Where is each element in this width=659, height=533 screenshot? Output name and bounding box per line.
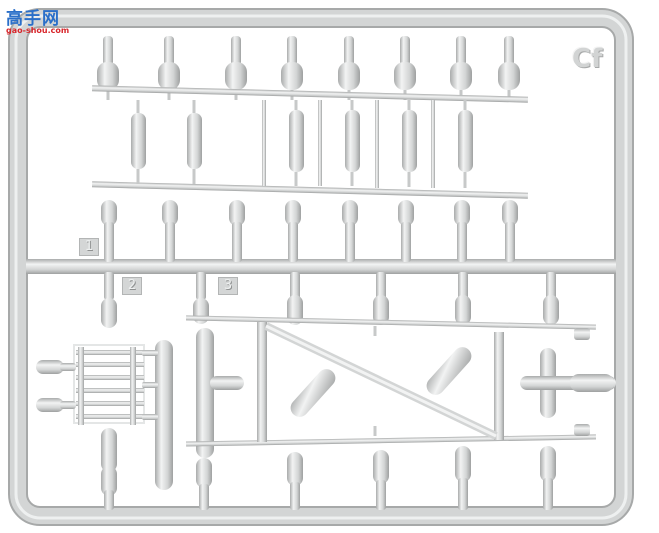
top-gates: [97, 36, 520, 100]
part-number-3: 3: [218, 277, 238, 295]
part-number-2: 2: [122, 277, 142, 295]
ladder-part: [91, 85, 529, 199]
sprue-frame: [8, 8, 634, 526]
middle-lower-gates: [101, 272, 559, 328]
cross-part: [520, 348, 616, 418]
diagonal-capsules: [290, 347, 472, 417]
part-number-1: 1: [79, 238, 99, 256]
frame-part: [185, 315, 597, 447]
watermark: 高手网 gao-shou.com: [4, 4, 76, 38]
middle-upper-gates: [101, 200, 518, 262]
watermark-url: gao-shou.com: [6, 26, 70, 35]
sprue-code-label: Cf: [572, 44, 603, 74]
bottom-gates: [101, 446, 556, 510]
small-ladder-part: [36, 340, 173, 490]
watermark-title: 高手网: [6, 9, 60, 29]
t-gate: [196, 328, 244, 458]
center-runner: [26, 259, 616, 274]
